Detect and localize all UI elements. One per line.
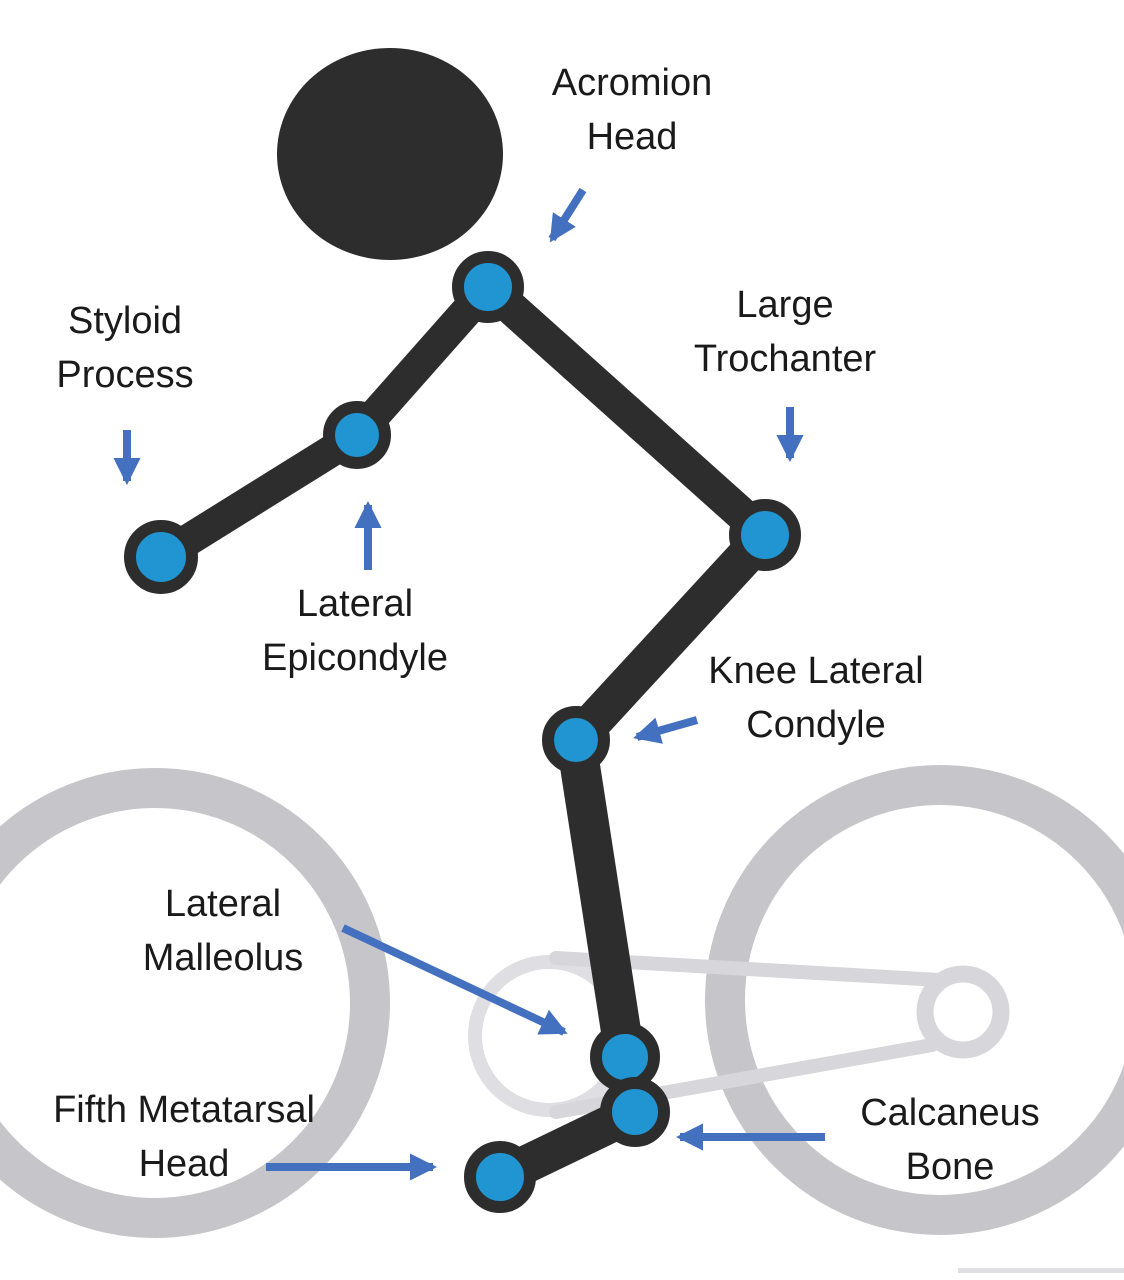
ankle-joint-lateral-malleolus — [590, 1022, 660, 1092]
label-styloid-process: Styloid Process — [5, 294, 245, 402]
label-text: Head — [586, 116, 678, 158]
label-text: Trochanter — [693, 338, 877, 380]
hip-joint-large-trochanter — [729, 499, 801, 571]
stick-figure — [124, 48, 801, 1213]
shin-segment — [556, 720, 645, 1077]
label-text: Calcaneus — [860, 1092, 1040, 1134]
malleolus-arrow-icon — [341, 924, 568, 1036]
toe-joint-fifth-metatarsal — [464, 1141, 536, 1213]
label-text: Process — [56, 354, 194, 396]
bottom-edge-line — [958, 1268, 1124, 1273]
label-knee-lateral-condyle: Knee Lateral Condyle — [646, 644, 986, 752]
head-circle — [277, 48, 503, 260]
label-text: Bone — [905, 1146, 995, 1188]
wrist-joint-styloid-process — [124, 520, 198, 594]
label-text: Condyle — [746, 704, 886, 746]
label-text: Large — [736, 284, 834, 326]
elbow-joint-lateral-epicondyle — [323, 401, 391, 469]
label-text: Lateral — [164, 883, 282, 925]
shoulder-joint-acromion — [452, 251, 524, 323]
label-large-trochanter: Large Trochanter — [625, 278, 945, 386]
label-text: Epicondyle — [262, 637, 448, 679]
label-calcaneus-bone: Calcaneus Bone — [800, 1086, 1100, 1194]
heel-joint-calcaneus — [600, 1077, 670, 1147]
label-text: Knee Lateral — [708, 650, 924, 692]
label-fifth-metatarsal-head: Fifth Metatarsal Head — [4, 1083, 364, 1191]
label-acromion-head: Acromion Head — [452, 56, 812, 164]
knee-joint-lateral-condyle — [542, 706, 610, 774]
thigh-segment — [557, 516, 784, 759]
acromion-arrow-icon — [548, 187, 587, 243]
rear-hub — [916, 965, 1010, 1059]
front-wheel — [0, 768, 390, 1238]
annotation-arrows — [113, 187, 825, 1181]
knee-condyle-arrow-icon — [633, 716, 699, 744]
label-text: Lateral — [296, 583, 414, 625]
label-text: Fifth Metatarsal — [53, 1089, 315, 1131]
label-lateral-malleolus: Lateral Malleolus — [73, 877, 373, 985]
label-text: Styloid — [67, 300, 183, 342]
label-lateral-epicondyle: Lateral Epicondyle — [195, 577, 515, 685]
rear-wheel — [705, 765, 1124, 1235]
label-text: Acromion — [551, 62, 713, 104]
label-text: Malleolus — [142, 937, 304, 979]
torso-segment — [471, 270, 782, 552]
label-text: Head — [138, 1143, 230, 1185]
